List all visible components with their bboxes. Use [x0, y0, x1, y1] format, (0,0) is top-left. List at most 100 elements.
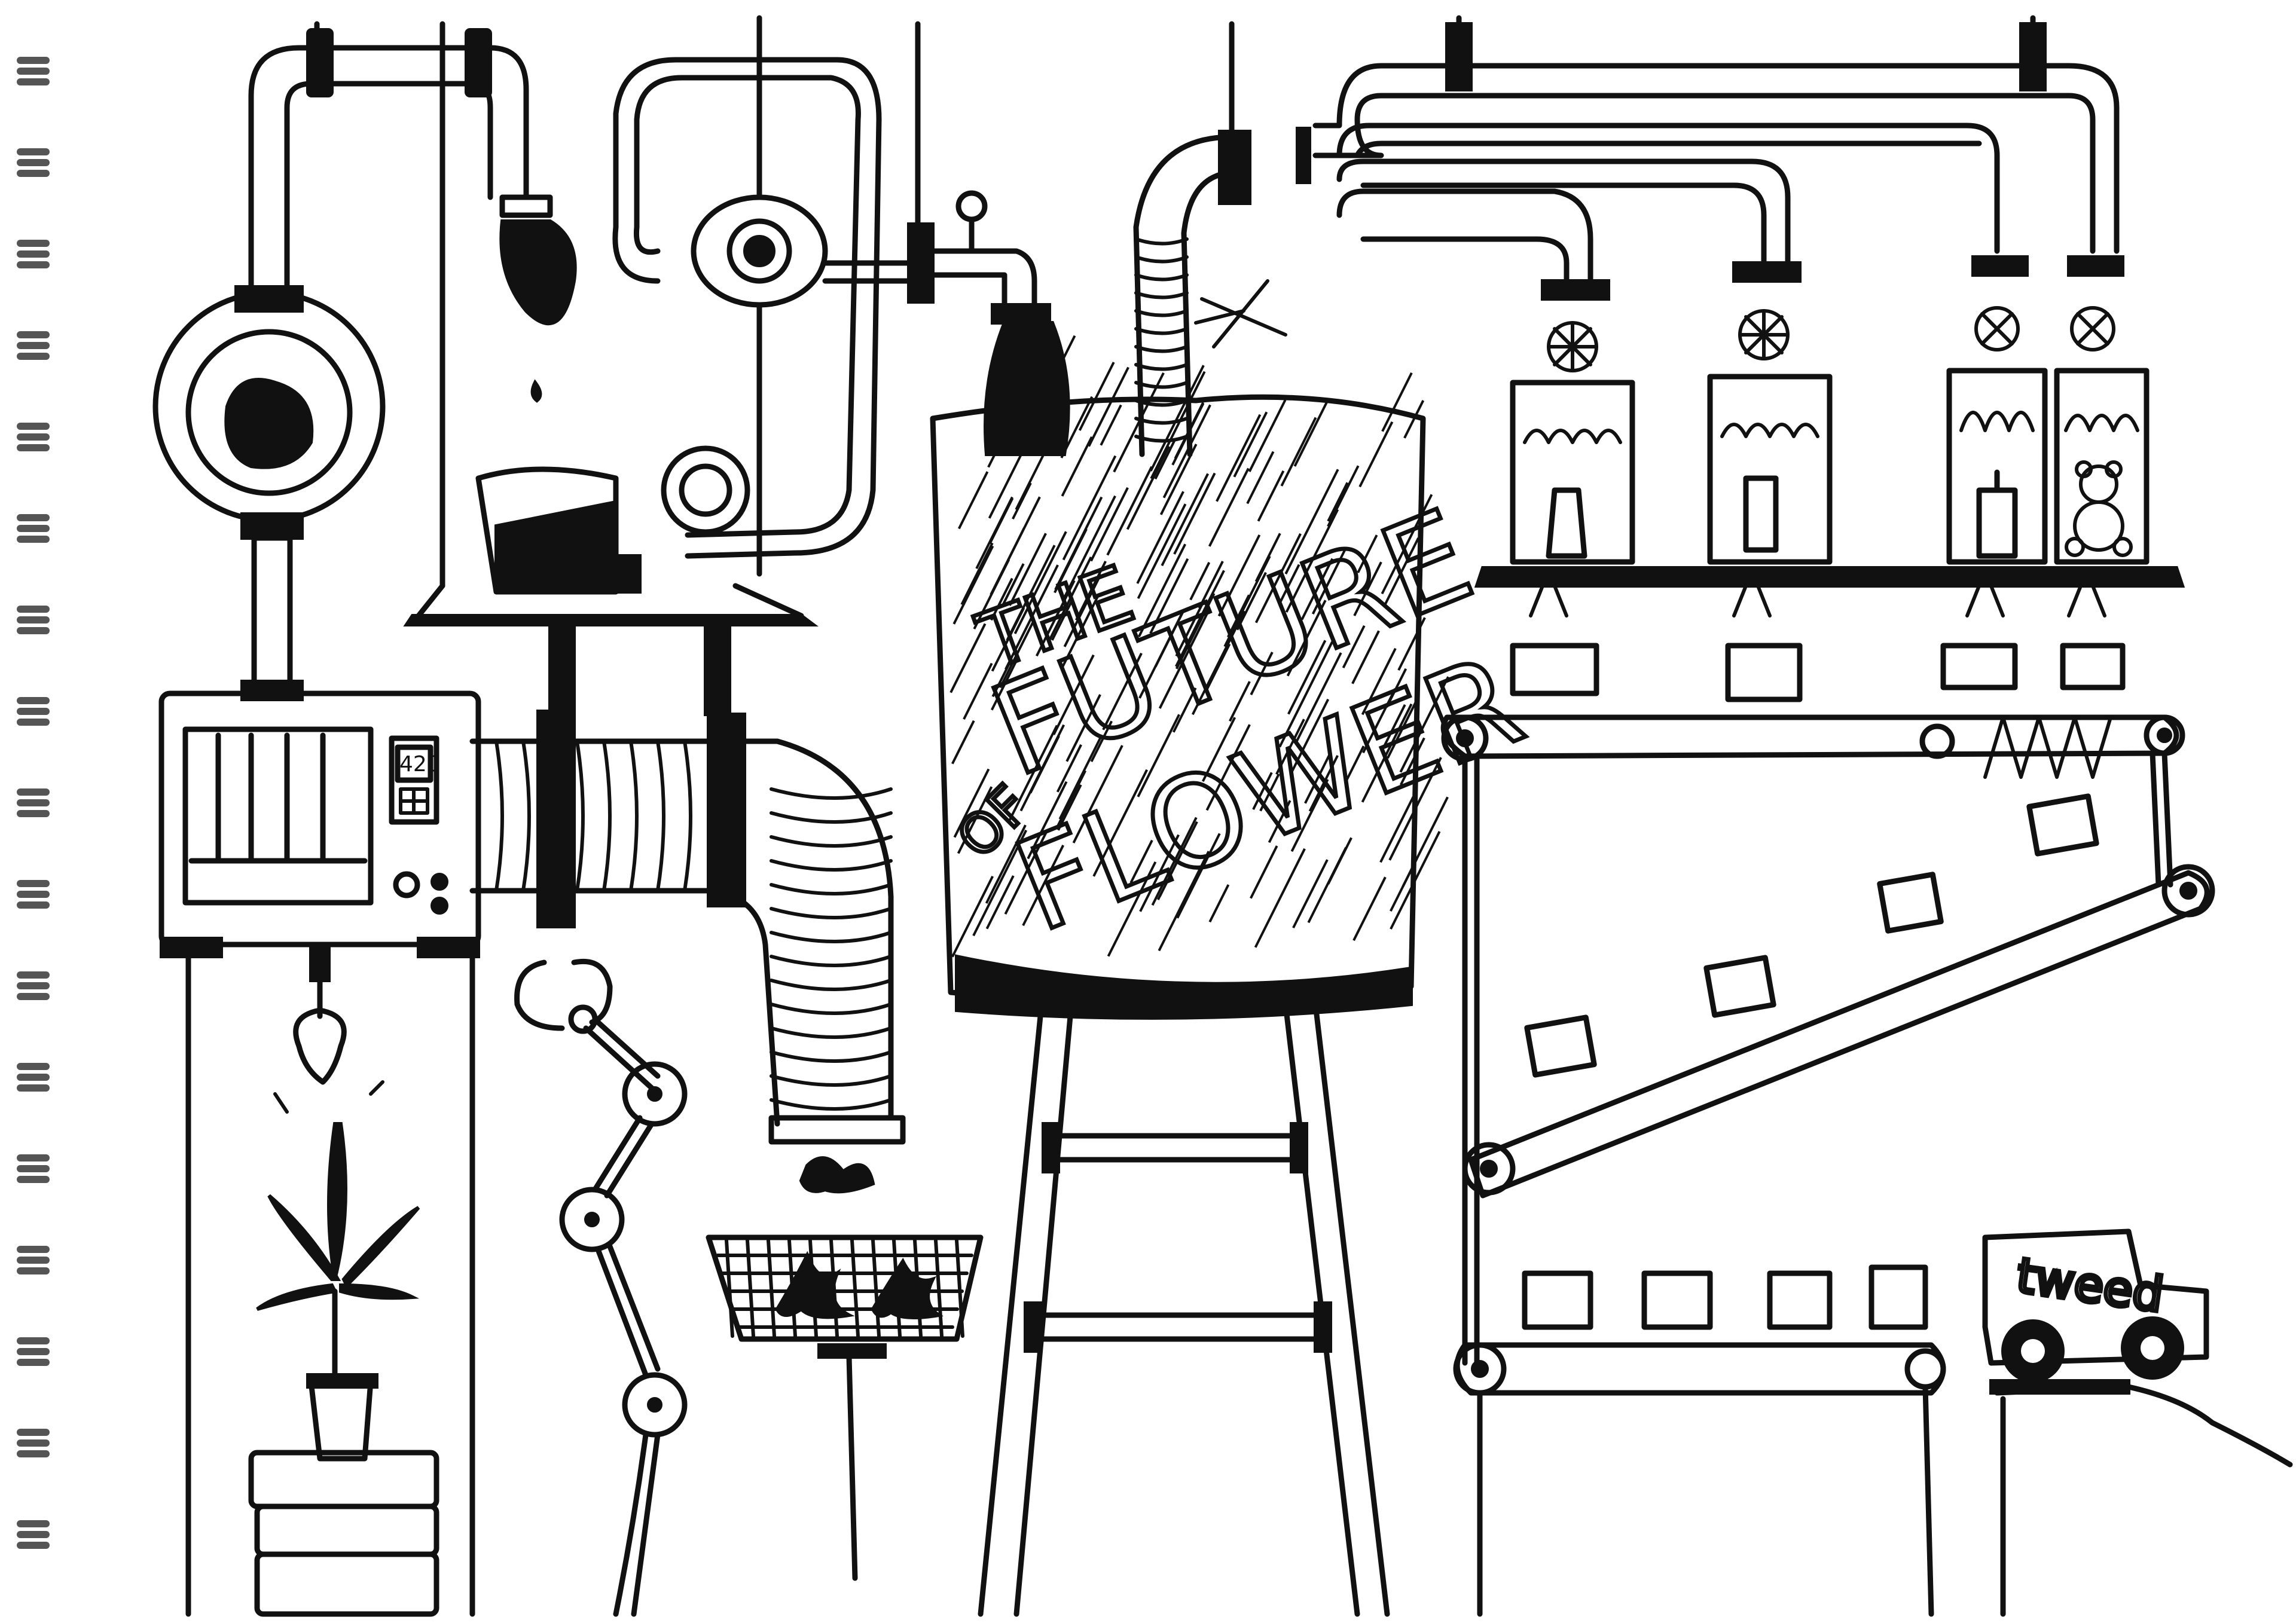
tank-hatch-stroke: [1217, 534, 1261, 617]
hose-rib: [770, 1002, 893, 1015]
tank-hatch-stroke: [1233, 411, 1268, 478]
hose-rib: [770, 1026, 893, 1039]
spiral-coil: [17, 1531, 50, 1538]
spiral-coil: [17, 423, 50, 430]
spiral-coil: [17, 1359, 50, 1366]
tank-hatch-stroke: [975, 496, 1013, 569]
tank-hatch-stroke: [1259, 773, 1280, 812]
tank-hatch-stroke: [1063, 573, 1102, 647]
hose-rib: [1134, 381, 1189, 389]
tank-hatch-stroke: [1061, 436, 1093, 497]
tank-hatch-stroke: [999, 621, 1034, 689]
tank-hatch-stroke: [1388, 757, 1442, 861]
tank-hatch-stroke: [1172, 687, 1197, 733]
tank-hatch-stroke: [953, 768, 990, 838]
tank-hatch-stroke: [1252, 772, 1273, 810]
tank-hatch-stroke: [1052, 654, 1095, 735]
tank-hatch-stroke: [1191, 610, 1246, 716]
dispenser-pipes: [1312, 15, 2120, 284]
spiral-coil: [17, 1450, 50, 1457]
tank-hatch-stroke: [1159, 852, 1183, 897]
tank-hatch-stroke: [1004, 830, 1048, 915]
hose-rib: [770, 883, 893, 895]
tank-hatch-stroke: [1308, 754, 1339, 812]
hose-rib: [770, 787, 893, 800]
tank-hatch-stroke: [990, 656, 1019, 711]
tank-hatch-stroke: [1055, 770, 1087, 829]
tank-hatch-stroke: [1292, 859, 1329, 928]
tank-hatch-stroke: [1311, 549, 1346, 615]
coiled-hose-loop: [612, 15, 1051, 577]
tank-hatch-stroke: [1246, 451, 1275, 505]
spiral-coil: [17, 891, 50, 898]
dispensing-stations: [1474, 255, 2185, 702]
spiral-coil: [17, 331, 50, 338]
hose-rib: [770, 979, 893, 991]
tank-hatch-stroke: [1357, 534, 1378, 573]
spiral-coil: [17, 697, 50, 704]
teddy-bear-icon: [2065, 460, 2133, 557]
hose-rib: [770, 931, 893, 943]
tank-hatch-stroke: [1353, 561, 1382, 616]
tank-hatch-stroke: [1387, 698, 1419, 759]
tank-hatch-stroke: [1000, 563, 1025, 608]
tank-hatch-stroke: [1007, 725, 1058, 823]
tank-hatch-stroke: [1035, 580, 1076, 657]
tank-hatch-stroke: [1004, 564, 1059, 670]
hose-rib: [770, 859, 893, 872]
hose-rib: [770, 955, 893, 967]
tank-hatch-stroke: [1090, 720, 1113, 762]
tank-hatch-stroke: [1290, 779, 1329, 852]
spiral-coil: [17, 159, 50, 166]
tank-hatch-stroke: [1107, 861, 1157, 957]
spiral-coil: [17, 1063, 50, 1070]
truck-icon: tweed: [1982, 1228, 2293, 1617]
tank-hatch-stroke: [1397, 617, 1426, 671]
hose-rib: [770, 1098, 893, 1111]
tank-hatch-stroke: [1362, 687, 1397, 754]
tank-hatch-stroke: [1205, 724, 1251, 811]
tank-hatch-stroke: [1250, 845, 1278, 899]
tank-hatch-stroke: [1022, 845, 1065, 927]
tank-hatch-stroke: [1201, 717, 1236, 782]
tank-hatch-stroke: [957, 786, 993, 854]
tank-hatch-stroke: [1223, 555, 1271, 647]
tank-hatch-stroke: [1154, 439, 1176, 480]
tank-hatch-stroke: [1389, 858, 1418, 912]
tank-hatch-stroke: [1149, 365, 1205, 472]
tank-hatch-stroke: [1072, 745, 1123, 843]
spiral-coil: [17, 993, 50, 1000]
tank-hatch-stroke: [1173, 472, 1216, 555]
spiral-coil: [17, 901, 50, 909]
spiral-coil: [17, 1348, 50, 1355]
tank-hatch-stroke: [1208, 467, 1250, 547]
spiral-coil: [17, 1337, 50, 1344]
tank-hatch-stroke: [1229, 681, 1251, 722]
tank-hatch-stroke: [1176, 833, 1221, 919]
spiral-binding-icon: [17, 57, 50, 1549]
tank-hatch-stroke: [1029, 735, 1060, 794]
tank-hatch-stroke: [1284, 469, 1339, 574]
tank-hatch-stroke: [1268, 800, 1292, 843]
tank-hatch-stroke: [1250, 652, 1274, 696]
robot-arm: [514, 958, 688, 1617]
tank-hatch-stroke: [1047, 556, 1092, 643]
tank-hatch-stroke: [1175, 603, 1204, 657]
hose-rib: [770, 1074, 893, 1087]
tank-hatch-stroke: [1384, 537, 1420, 606]
tank-hatch-stroke: [1189, 561, 1211, 601]
tank-hatch-stroke: [1285, 509, 1339, 613]
tank-hatch-stroke: [1161, 473, 1209, 567]
tank-hatch-stroke: [1138, 611, 1184, 699]
spiral-coil: [17, 1257, 50, 1264]
conveyor-system: [1440, 714, 2215, 1617]
tank-hatch-stroke: [1150, 371, 1206, 479]
tank-stand: [978, 1001, 1390, 1617]
spiral-coil: [17, 525, 50, 532]
spiral-coil: [17, 353, 50, 360]
tank-hatch-stroke: [1351, 630, 1380, 684]
hose-rib: [1134, 237, 1189, 246]
hose-rib: [1134, 417, 1189, 425]
spiral-coil: [17, 148, 50, 155]
tank-hatch-stroke: [1054, 528, 1088, 594]
